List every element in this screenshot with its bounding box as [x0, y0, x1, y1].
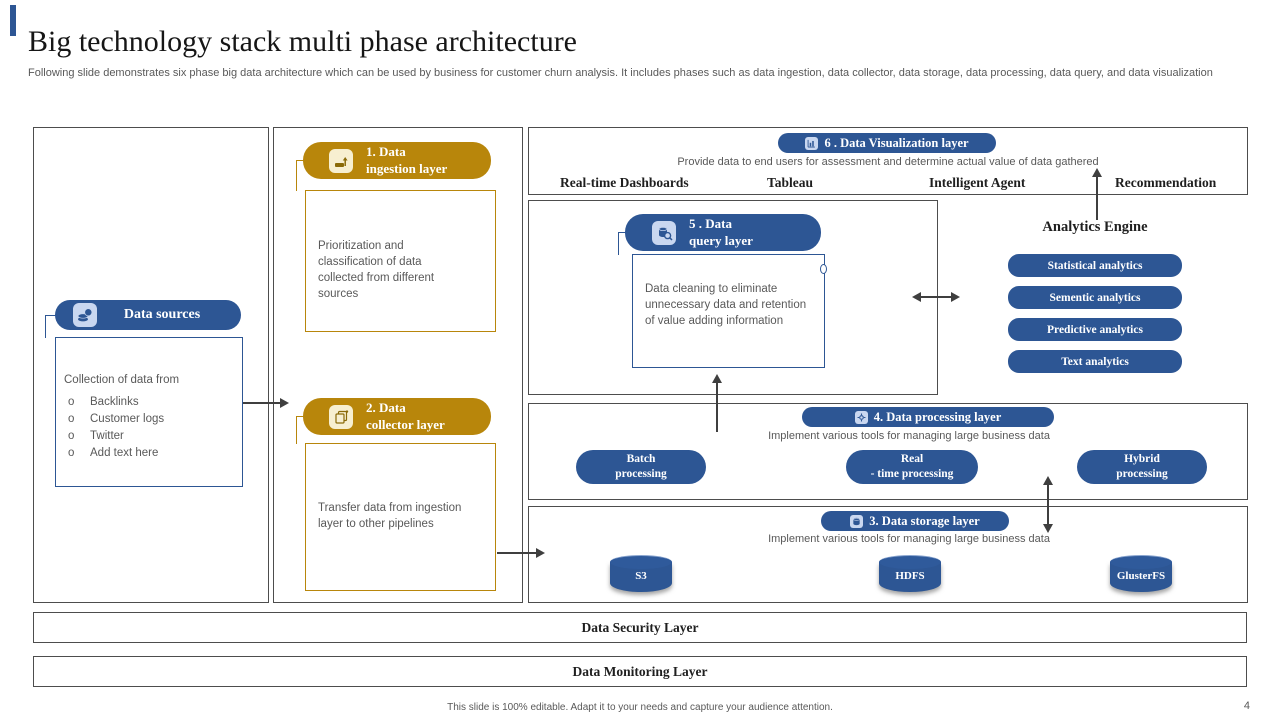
data-sources-intro: Collection of data from: [64, 374, 180, 386]
footer-note: This slide is 100% editable. Adapt it to…: [447, 702, 833, 713]
analytics-pill-predictive: Predictive analytics: [1008, 318, 1182, 341]
processing-pill: 4. Data processing layer: [802, 407, 1054, 427]
collector-box: Transfer data from ingestion layer to ot…: [305, 443, 496, 591]
bullet: o: [68, 447, 75, 460]
database-search-icon: [652, 220, 676, 245]
sources-connector: [45, 315, 56, 338]
viz-tool-tableau: Tableau: [767, 175, 814, 190]
page-number: 4: [1243, 700, 1250, 712]
arrow-processing-to-query: [712, 374, 722, 432]
bullet: o: [68, 413, 75, 426]
ingestion-description: Prioritization and classification of dat…: [318, 240, 435, 301]
data-sources-pill: Data sources: [55, 300, 241, 330]
ingestion-box: Prioritization and classification of dat…: [305, 190, 496, 332]
hybrid-processing-pill: Hybrid processing: [1077, 450, 1207, 484]
query-pill: 5 . Data query layer: [625, 214, 821, 251]
hdfs-label: HDFS: [895, 570, 925, 582]
database-icon: [850, 514, 864, 528]
batch-line2: processing: [615, 468, 667, 480]
monitoring-layer-label: Data Monitoring Layer: [572, 663, 708, 679]
bullet: o: [68, 396, 75, 409]
security-layer-label: Data Security Layer: [581, 619, 699, 635]
shape-handle: [820, 264, 827, 274]
collector-label-line1: 2. Data: [366, 399, 406, 415]
gear-icon: [854, 410, 868, 424]
analytics-pill-sementic: Sementic analytics: [1008, 286, 1182, 309]
query-connector: [618, 232, 626, 255]
cylinder-s3: S3: [610, 555, 672, 592]
visualization-pill: 6 . Data Visualization layer: [778, 133, 996, 153]
processing-label: 4. Data processing layer: [873, 409, 1002, 424]
storage-description: Implement various tools for managing lar…: [768, 533, 1050, 545]
query-description: Data cleaning to eliminate unnecessary d…: [645, 283, 807, 328]
viz-tool-intelligent-agent: Intelligent Agent: [929, 175, 1026, 190]
collector-connector: [296, 416, 304, 444]
list-item-label: Add text here: [90, 447, 159, 460]
chart-icon: [805, 136, 819, 150]
coins-icon: [73, 303, 97, 327]
storage-label: 3. Data storage layer: [869, 513, 980, 528]
query-box: Data cleaning to eliminate unnecessary d…: [632, 254, 825, 368]
list-item: o Backlinks: [64, 394, 234, 410]
accent-bar: [10, 5, 16, 36]
arrow-collector-to-storage: [497, 548, 545, 558]
analytics-pill-statistical: Statistical analytics: [1008, 254, 1182, 277]
list-item-label: Twitter: [90, 430, 124, 443]
arrow-query-analytics-bidirectional: [912, 292, 960, 302]
cylinder-glusterfs: GlusterFS: [1110, 555, 1172, 592]
list-item-label: Customer logs: [90, 413, 165, 426]
storage-pill: 3. Data storage layer: [821, 511, 1009, 531]
query-label-line2: query layer: [689, 232, 753, 248]
arrow-processing-storage-bidirectional: [1043, 476, 1053, 533]
bullet: o: [68, 430, 75, 443]
hybrid-line2: processing: [1116, 468, 1168, 480]
security-layer-bar: Data Security Layer: [33, 612, 1247, 643]
data-sources-label: Data sources: [123, 307, 201, 322]
list-item: o Add text here: [64, 445, 234, 461]
processing-description: Implement various tools for managing lar…: [768, 430, 1050, 442]
visualization-label: 6 . Data Visualization layer: [824, 135, 969, 150]
query-label-line1: 5 . Data: [689, 215, 732, 231]
copy-documents-icon: [329, 404, 353, 429]
analytics-pill-text: Text analytics: [1008, 350, 1182, 373]
viz-tool-realtime-dashboards: Real-time Dashboards: [560, 175, 689, 190]
list-item: o Customer logs: [64, 411, 234, 427]
ingestion-label-line1: 1. Data: [366, 143, 406, 159]
ingestion-icon: [329, 148, 353, 173]
page-subtitle: Following slide demonstrates six phase b…: [28, 67, 1213, 79]
page-title: Big technology stack multi phase archite…: [28, 25, 577, 58]
visualization-description: Provide data to end users for assessment…: [677, 156, 1099, 168]
monitoring-layer-bar: Data Monitoring Layer: [33, 656, 1247, 687]
ingestion-pill: 1. Data ingestion layer: [303, 142, 491, 179]
glusterfs-label: GlusterFS: [1116, 570, 1166, 582]
list-item: o Twitter: [64, 428, 234, 444]
arrow-analytics-to-visualization: [1092, 168, 1102, 220]
s3-label: S3: [635, 570, 647, 582]
ingestion-connector: [296, 160, 304, 191]
list-item-label: Backlinks: [90, 396, 139, 409]
cylinder-hdfs: HDFS: [879, 555, 941, 592]
arrow-sources-to-collector: [243, 398, 289, 408]
batch-line1: Batch: [626, 453, 656, 466]
analytics-engine-title: Analytics Engine: [1042, 219, 1148, 235]
batch-processing-pill: Batch processing: [576, 450, 706, 484]
viz-tool-recommendation: Recommendation: [1115, 175, 1217, 190]
realtime-processing-pill: Real - time processing: [846, 450, 978, 484]
collector-label-line2: collector layer: [366, 416, 445, 432]
collector-description: Transfer data from ingestion layer to ot…: [318, 502, 462, 531]
ingestion-label-line2: ingestion layer: [366, 160, 448, 176]
collector-pill: 2. Data collector layer: [303, 398, 491, 435]
realtime-line1: Real: [900, 453, 924, 466]
realtime-line2: - time processing: [870, 468, 954, 480]
hybrid-line1: Hybrid: [1124, 453, 1160, 466]
